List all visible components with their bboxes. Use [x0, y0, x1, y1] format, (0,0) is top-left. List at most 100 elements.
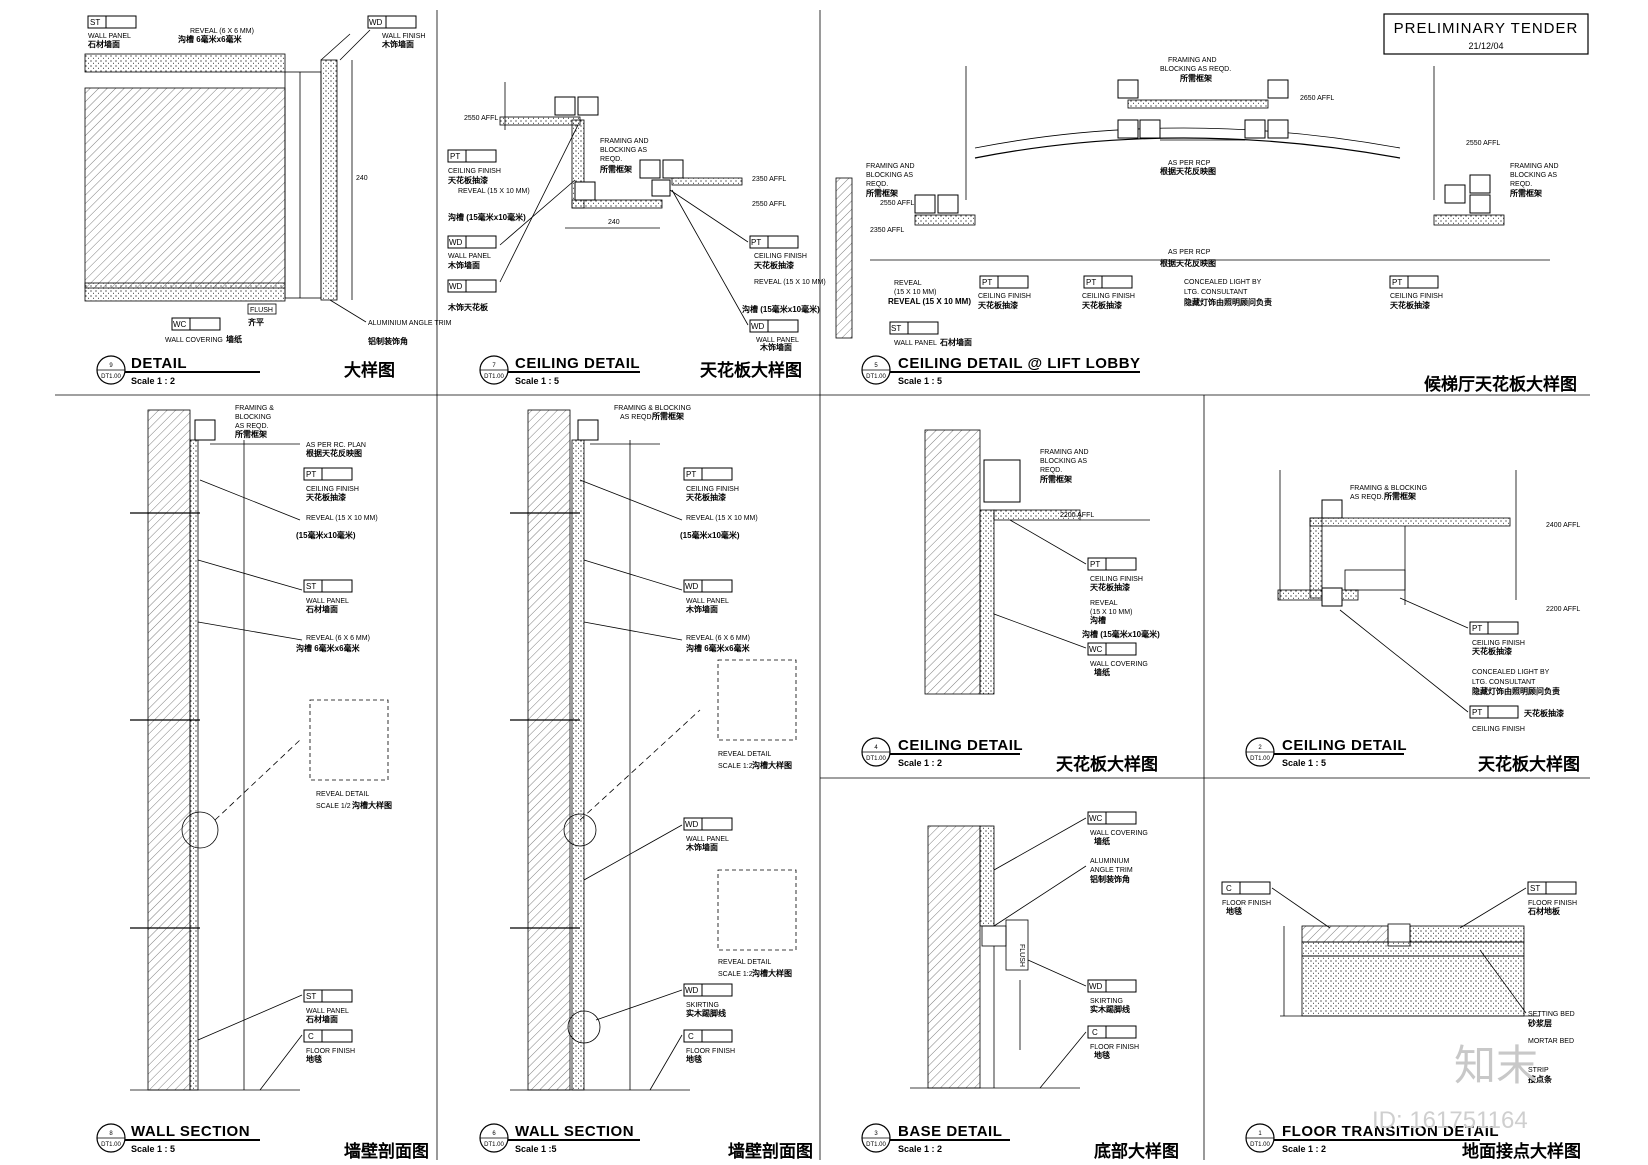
svg-text:根据天花反映图: 根据天花反映图	[306, 448, 362, 458]
svg-text:天花板抽漆: 天花板抽漆	[1390, 300, 1430, 310]
svg-text:CEILING FINISH: CEILING FINISH	[1472, 640, 1525, 647]
svg-text:REVEAL: REVEAL	[1090, 600, 1118, 607]
svg-text:接点条: 接点条	[1528, 1074, 1553, 1084]
svg-text:沟槽 6毫米x6毫米: 沟槽 6毫米x6毫米	[296, 643, 361, 653]
svg-text:REVEAL: REVEAL	[894, 280, 922, 287]
label-st-floor-finish-1: ST FLOOR FINISH 石材地板	[1459, 881, 1577, 929]
label-reveal-8: REVEAL (15 X 10 MM) (15毫米x10毫米)	[199, 479, 378, 540]
svg-text:WC: WC	[173, 320, 187, 329]
label-pt-ceiling-5c: PT CEILING FINISH 天花板抽漆	[1389, 275, 1443, 310]
label-concealed-light-2: CONCEALED LIGHT BY LTG. CONSULTANT 隐藏灯饰由…	[1472, 669, 1560, 696]
label-as-per-rcp-5: AS PER RCP 根据天花反映图 AS PER RCP 根据天花反映图	[1160, 160, 1216, 268]
svg-text:所需框架: 所需框架	[1039, 474, 1072, 484]
svg-text:WD: WD	[685, 820, 699, 829]
svg-text:Scale 1 : 2: Scale 1 : 2	[1282, 1144, 1326, 1154]
svg-text:所需框架: 所需框架	[1383, 491, 1416, 501]
label-wd-ceiling-7: WD 木饰天花板	[447, 124, 579, 312]
svg-text:木饰墙面: 木饰墙面	[685, 604, 718, 614]
svg-text:木饰墙面: 木饰墙面	[759, 342, 792, 352]
svg-text:FLOOR FINISH: FLOOR FINISH	[1090, 1044, 1139, 1051]
svg-text:(15 X 10 MM): (15 X 10 MM)	[1090, 609, 1132, 616]
label-st-wall-panel: ST WALL PANEL 石材墙面	[87, 15, 137, 49]
svg-text:ST: ST	[891, 324, 901, 333]
svg-text:WALL COVERING: WALL COVERING	[1090, 830, 1148, 837]
svg-text:BLOCKING AS: BLOCKING AS	[1510, 172, 1557, 179]
cn-title-2: 天花板大样图	[1478, 754, 1580, 774]
title-2: CEILING DETAIL	[1282, 737, 1407, 754]
svg-text:CEILING FINISH: CEILING FINISH	[754, 253, 807, 260]
label-reveal-6: REVEAL (15 X 10 MM) (15毫米x10毫米)	[579, 479, 758, 540]
svg-text:BLOCKING: BLOCKING	[235, 414, 271, 421]
cn-title-8: 墙壁剖面图	[344, 1141, 429, 1161]
label-concealed-light-5: CONCEALED LIGHT BY LTG. CONSULTANT 隐藏灯饰由…	[1184, 279, 1272, 307]
label-wc-wall-covering-4: WC WALL COVERING 墙纸	[993, 613, 1148, 677]
svg-text:CEILING FINISH: CEILING FINISH	[448, 168, 501, 175]
svg-text:ST: ST	[1530, 884, 1540, 893]
svg-text:C: C	[1092, 1028, 1098, 1037]
svg-text:2550 AFFL: 2550 AFFL	[1466, 140, 1500, 147]
label-st-wall-panel-8: ST WALL PANEL 石材墙面	[197, 559, 353, 614]
title-5: CEILING DETAIL @ LIFT LOBBY	[898, 355, 1141, 372]
svg-text:FLOOR FINISH: FLOOR FINISH	[306, 1048, 355, 1055]
cn-title-7: 天花板大样图	[700, 360, 802, 380]
svg-text:所需框架: 所需框架	[599, 164, 632, 174]
svg-text:6: 6	[492, 1131, 496, 1137]
svg-text:木饰天花板: 木饰天花板	[447, 302, 489, 312]
svg-text:砂浆层: 砂浆层	[1527, 1018, 1552, 1028]
svg-text:WALL PANEL: WALL PANEL	[686, 598, 729, 605]
label-pt-ceiling-5a: PT CEILING FINISH 天花板抽漆	[978, 275, 1031, 310]
svg-text:CEILING FINISH: CEILING FINISH	[1082, 293, 1135, 300]
svg-text:SCALE 1/2: SCALE 1/2	[316, 803, 351, 810]
svg-text:FLOOR FINISH: FLOOR FINISH	[1222, 900, 1271, 907]
sheet-grid	[55, 10, 1590, 1160]
svg-text:天花板抽漆: 天花板抽漆	[754, 260, 794, 270]
svg-text:ID: 161751164: ID: 161751164	[1372, 1107, 1528, 1134]
svg-text:墙纸: 墙纸	[226, 334, 242, 344]
label-wc-wall-covering-3: WC WALL COVERING 墙纸	[993, 811, 1148, 871]
svg-text:沟槽大样图: 沟槽大样图	[752, 968, 792, 978]
svg-text:REVEAL (15 X 10 MM): REVEAL (15 X 10 MM)	[458, 188, 530, 195]
panel-wall-section-8: FRAMING & BLOCKING AS REQD. 所需框架 AS PER …	[130, 405, 392, 1091]
svg-text:知末: 知末	[1454, 1042, 1538, 1089]
svg-text:REVEAL (6 X 6 MM): REVEAL (6 X 6 MM)	[190, 28, 254, 35]
label-reveal-detail-6a: REVEAL DETAIL SCALE 1:2 沟槽大样图	[718, 751, 792, 770]
panel-detail-9: 240 ST WALL PANEL 石材墙面 WD WALL FINISH 木饰…	[84, 15, 452, 346]
label-reveal-6-8: REVEAL (6 X 6 MM) 沟槽 6毫米x6毫米	[197, 621, 370, 653]
svg-text:MORTAR BED: MORTAR BED	[1528, 1038, 1574, 1045]
svg-text:SKIRTING: SKIRTING	[1090, 998, 1123, 1005]
label-wd-skirting-6: WD SKIRTING 实木踢脚线	[595, 983, 733, 1021]
svg-text:WALL PANEL: WALL PANEL	[88, 33, 131, 40]
svg-text:SCALE 1:2: SCALE 1:2	[718, 971, 753, 978]
svg-text:5: 5	[874, 363, 878, 369]
svg-text:DT1.00: DT1.00	[1250, 1142, 1270, 1148]
label-flush-3: FLUSH	[1018, 944, 1025, 967]
svg-text:Scale 1 : 2: Scale 1 : 2	[898, 758, 942, 768]
svg-text:AS PER RCP: AS PER RCP	[1168, 249, 1211, 256]
label-pt-ceiling-8: PT CEILING FINISH 天花板抽漆	[303, 467, 359, 502]
svg-text:BLOCKING AS REQD.: BLOCKING AS REQD.	[1160, 66, 1231, 73]
svg-text:2200 AFFL: 2200 AFFL	[1060, 512, 1094, 519]
svg-text:2550 AFFL: 2550 AFFL	[464, 115, 498, 122]
label-pt-ceiling-2b: PT 天花板抽漆 CEILING FINISH	[1339, 609, 1564, 733]
svg-text:铝制装饰角: 铝制装饰角	[368, 336, 408, 346]
svg-text:WALL PANEL: WALL PANEL	[756, 337, 799, 344]
label-framing-5-right: FRAMING AND BLOCKING AS REQD. 所需框架	[1509, 163, 1559, 198]
svg-text:CONCEALED LIGHT BY: CONCEALED LIGHT BY	[1184, 279, 1262, 286]
cn-title-6: 墙壁剖面图	[728, 1141, 813, 1161]
svg-text:隐藏灯饰由照明顾问负责: 隐藏灯饰由照明顾问负责	[1184, 297, 1272, 307]
svg-text:REVEAL DETAIL: REVEAL DETAIL	[316, 791, 369, 798]
svg-text:PT: PT	[1472, 708, 1482, 717]
svg-text:PT: PT	[686, 470, 696, 479]
svg-text:隐藏灯饰由照明顾问负责: 隐藏灯饰由照明顾问负责	[1472, 686, 1560, 696]
label-reveal-6-6: REVEAL (6 X 6 MM) 沟槽 6毫米x6毫米	[583, 621, 751, 653]
label-pt-ceiling-7b: PT CEILING FINISH 天花板抽漆 REVEAL (15 X 10 …	[669, 189, 826, 314]
svg-text:PT: PT	[450, 152, 460, 161]
svg-text:AS REQD.: AS REQD.	[235, 423, 269, 430]
svg-text:2550 AFFL: 2550 AFFL	[752, 201, 786, 208]
svg-text:CEILING FINISH: CEILING FINISH	[978, 293, 1031, 300]
svg-text:(15 X 10 MM): (15 X 10 MM)	[894, 289, 936, 296]
label-aluminium-trim-3: ALUMINIUM ANGLE TRIM 铝制装饰角	[993, 858, 1133, 927]
panel-lift-lobby-5: 2650 AFFL 2550 AFFL 2550 AFFL 2350 AFFL …	[835, 57, 1559, 347]
svg-text:CEILING FINISH: CEILING FINISH	[1390, 293, 1443, 300]
